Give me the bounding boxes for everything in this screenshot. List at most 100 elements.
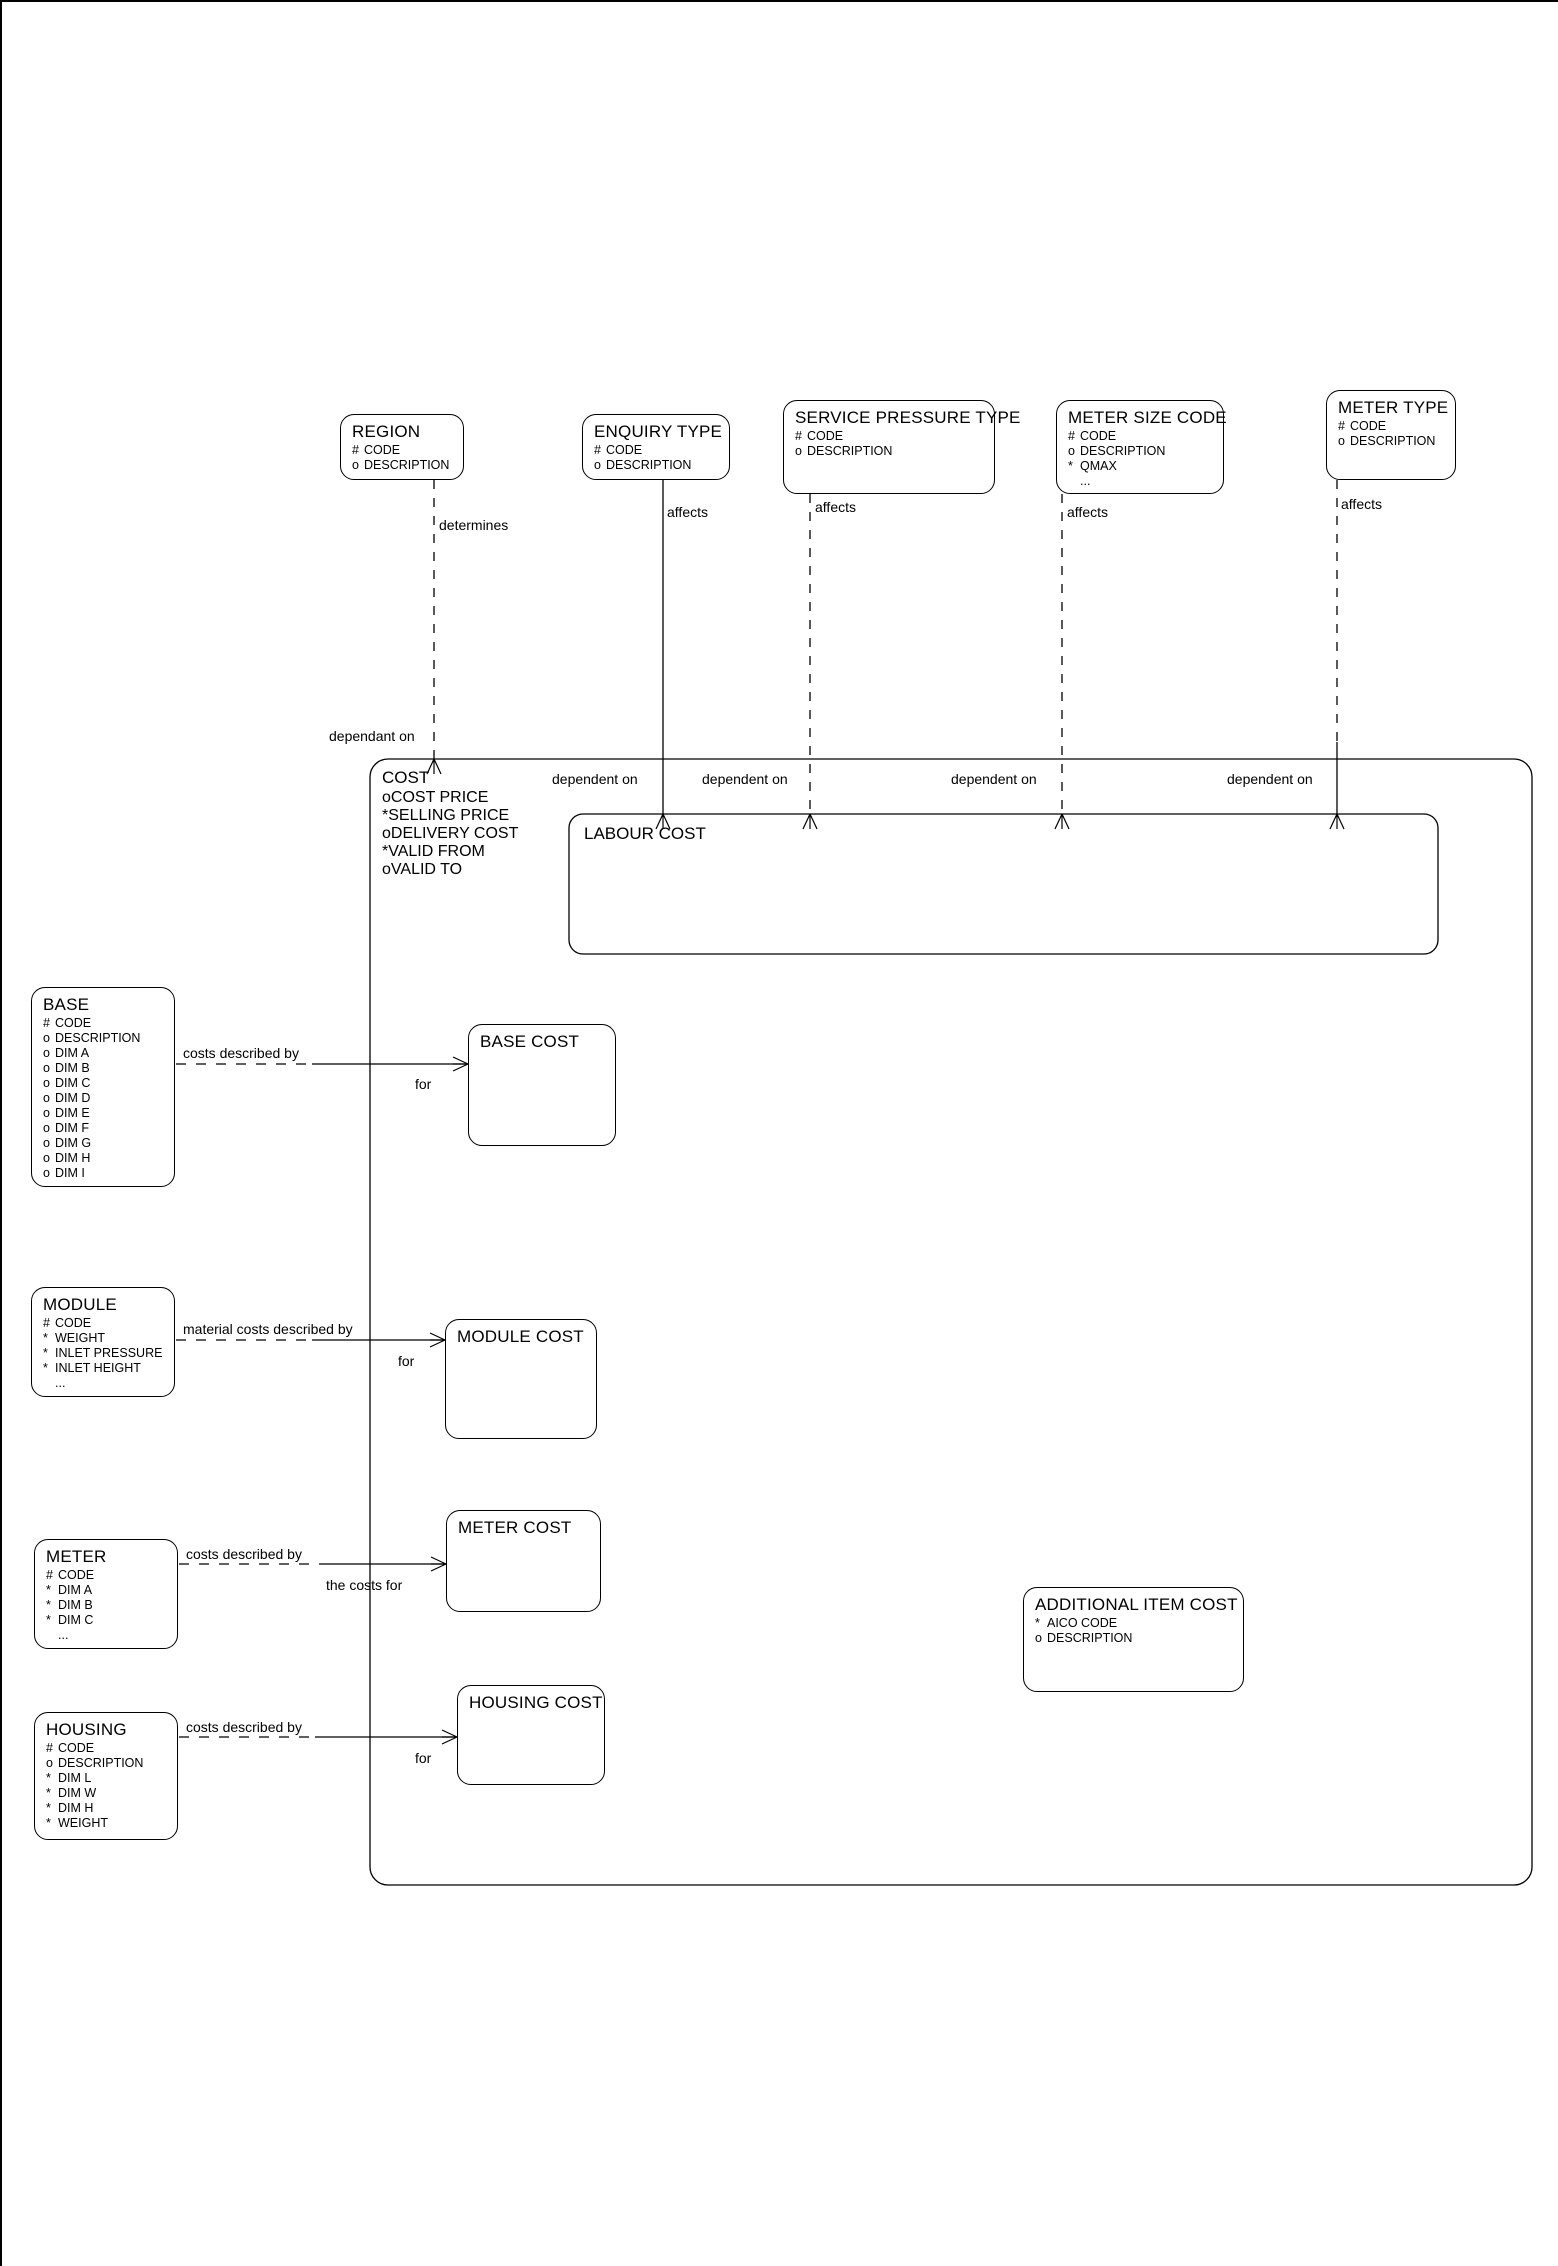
- attr-label: CODE: [1350, 419, 1387, 433]
- rel-label-determines: determines: [439, 517, 509, 533]
- attr-marker: *: [382, 807, 389, 824]
- attr-label: WEIGHT: [58, 1816, 108, 1830]
- entity-module-title: MODULE: [43, 1295, 117, 1314]
- entity-labour-cost[interactable]: LABOUR COST: [584, 824, 784, 854]
- entity-service-pressure-type-title: SERVICE PRESSURE TYPE: [795, 408, 1021, 427]
- rel-label-affects-enquiry: affects: [667, 504, 708, 520]
- attr-marker: o: [352, 458, 359, 472]
- entity-cost[interactable]: COST oCOST PRICE *SELLING PRICE oDELIVER…: [382, 768, 562, 878]
- entity-meter-cost[interactable]: METER COST: [446, 1510, 601, 1612]
- attr-marker: o: [43, 1136, 50, 1150]
- attr-marker: o: [382, 861, 391, 878]
- crowfoot-metersize-labourcost: [1054, 813, 1070, 830]
- attr-row: * INLET PRESSURE: [43, 1346, 174, 1361]
- attr-marker: o: [43, 1046, 50, 1060]
- entity-meter-title: METER: [46, 1547, 107, 1566]
- attr-marker: *: [43, 1331, 48, 1345]
- rel-label-affects-metersize: affects: [1067, 504, 1108, 520]
- rel-label-meter-costs-described-by: costs described by: [186, 1546, 302, 1562]
- entity-meter-attributes: #CODE *DIM A *DIM B *DIM C ...: [46, 1568, 177, 1643]
- attr-row: *WEIGHT: [43, 1331, 174, 1346]
- attr-row: #CODE: [594, 443, 729, 458]
- attr-row: ...: [46, 1628, 177, 1643]
- labour-cost-outline: [568, 813, 1439, 955]
- attr-marker: #: [46, 1568, 53, 1582]
- attr-label: DIM D: [55, 1091, 91, 1105]
- rel-label-housing-for: for: [415, 1750, 432, 1766]
- entity-module-attributes: #CODE *WEIGHT *INLET PRESSURE *INLET HEI…: [43, 1316, 174, 1391]
- attr-marker: *: [43, 1346, 48, 1360]
- attr-label: DELIVERY COST: [390, 825, 519, 842]
- attr-marker: #: [352, 443, 359, 457]
- attr-label: CODE: [55, 1016, 92, 1030]
- crowfoot-enquiry-labourcost: [655, 813, 671, 830]
- crowfoot-base-basecost: [452, 1056, 469, 1072]
- entity-meter[interactable]: METER #CODE *DIM A *DIM B *DIM C ...: [34, 1539, 178, 1649]
- entity-module[interactable]: MODULE #CODE *WEIGHT *INLET PRESSURE *IN…: [31, 1287, 175, 1397]
- attr-label: DIM A: [55, 1046, 90, 1060]
- attr-label: DIM G: [55, 1136, 92, 1150]
- crowfoot-region-cost: [426, 758, 442, 775]
- entity-module-cost-title: MODULE COST: [457, 1327, 584, 1346]
- attr-label: CODE: [58, 1741, 95, 1755]
- attr-row: *DIM H: [46, 1801, 177, 1816]
- attr-marker: #: [43, 1316, 50, 1330]
- cost-container-outline: [369, 758, 1533, 1886]
- attr-label: CODE: [606, 443, 643, 457]
- rel-label-dependent-on-4: dependent on: [1227, 771, 1313, 787]
- crowfoot-metertype-labourcost: [1329, 813, 1345, 830]
- attr-row: #CODE: [43, 1016, 174, 1031]
- attr-marker: o: [43, 1121, 50, 1135]
- attr-row: *DIM L: [46, 1771, 177, 1786]
- attr-label: DIM H: [55, 1151, 91, 1165]
- attr-marker: #: [1068, 429, 1075, 443]
- attr-row: oVALID TO: [382, 861, 562, 879]
- crowfoot-housing-housingcost: [441, 1729, 458, 1745]
- attr-label: ...: [58, 1628, 69, 1642]
- attr-row: *DIM W: [46, 1786, 177, 1801]
- attr-row: *SELLING PRICE: [382, 807, 562, 825]
- attr-row: #CODE: [352, 443, 463, 458]
- attr-row: #CODE: [795, 429, 994, 444]
- rel-label-dependent-on-1: dependent on: [552, 771, 638, 787]
- entity-meter-type-title: METER TYPE: [1338, 398, 1449, 417]
- entity-meter-cost-title: METER COST: [458, 1518, 572, 1537]
- attr-label: SELLING PRICE: [388, 807, 510, 824]
- crowfoot-meter-metercost: [430, 1556, 447, 1572]
- attr-label: DIM C: [55, 1076, 91, 1090]
- rel-label-meter-the-costs-for: the costs for: [326, 1577, 403, 1593]
- crowfoot-servicepressure-labourcost: [802, 813, 818, 830]
- attr-marker: o: [46, 1756, 53, 1770]
- entity-base-cost[interactable]: BASE COST: [468, 1024, 616, 1146]
- attr-marker: o: [1068, 444, 1075, 458]
- entity-module-cost[interactable]: MODULE COST: [445, 1319, 597, 1439]
- rel-label-affects-metertype: affects: [1341, 496, 1382, 512]
- attr-label: CODE: [58, 1568, 95, 1582]
- attr-label: COST PRICE: [390, 789, 489, 806]
- attr-label: AICO CODE: [1047, 1616, 1118, 1630]
- attr-row: #CODE: [46, 1741, 177, 1756]
- entity-housing-title: HOUSING: [46, 1720, 127, 1739]
- attr-row: # CODE: [46, 1568, 177, 1583]
- attr-marker: o: [43, 1106, 50, 1120]
- attr-label: INLET PRESSURE: [55, 1346, 163, 1360]
- attr-label: DIM I: [55, 1166, 85, 1180]
- rel-label-dependent-on-2: dependent on: [702, 771, 788, 787]
- entity-enquiry-type-title: ENQUIRY TYPE: [594, 422, 723, 441]
- entity-housing-cost[interactable]: HOUSING COST: [457, 1685, 605, 1785]
